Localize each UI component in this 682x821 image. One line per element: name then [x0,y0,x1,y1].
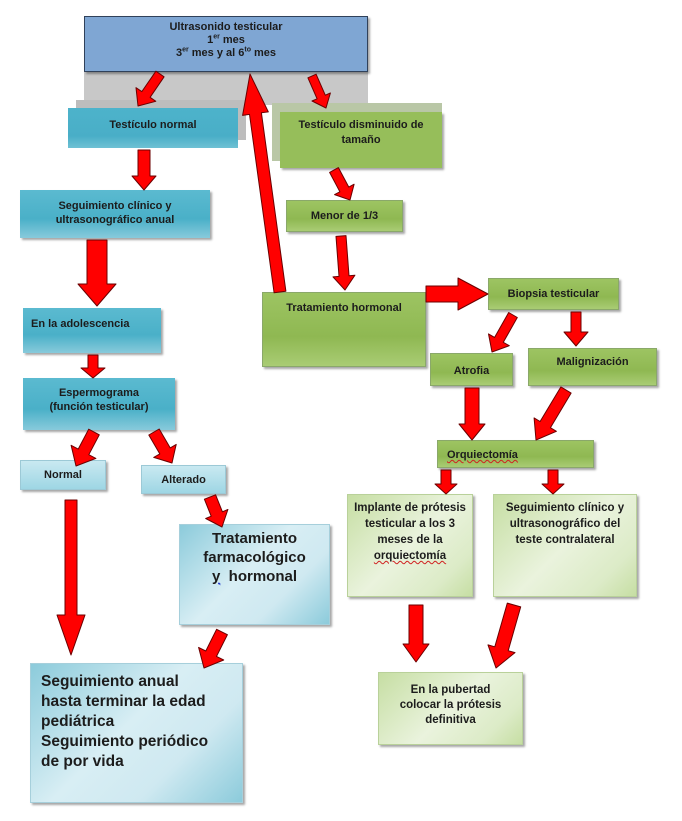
node-seguimiento-clinico-anual: Seguimiento clínico y ultrasonográfico a… [20,190,210,238]
ultrasonido-line2-sup: er [213,33,220,41]
arrow-orquiectomia-to-contralateral [541,469,565,495]
orquiectomia-label: Orquiectomía [447,449,518,461]
tratamiento-farmacologico-line2: farmacológico [203,549,306,566]
testiculo-normal-label: Testículo normal [109,119,197,131]
ultrasonido-line2-text: mes [219,34,245,46]
arrow-orquiectomia-to-implante [434,469,458,495]
testiculo-disminuido-label: Testículo disminuido de tamaño [298,119,424,146]
node-alterado: Alterado [141,465,226,494]
ultrasonido-line1: Ultrasonido testicular [169,21,283,33]
ultrasonido-line3-c: mes [250,47,277,59]
biopsia-label: Biopsia testicular [507,288,600,300]
espermograma-line1: Espermograma [58,387,140,399]
node-testiculo-disminuido: Testículo disminuido de tamaño [280,112,442,168]
node-espermograma: Espermograma (función testicular) [23,378,175,430]
seguimiento-contralateral-label: Seguimiento clínico y ultrasonográfico d… [505,502,625,546]
seguimiento-vida-line3: pediátrica [41,713,115,730]
seguimiento-vida-line5: de por vida [41,753,124,770]
arrow-normal-to-seguimiento [131,149,157,191]
arrow-hormonal-to-biopsia [425,277,489,311]
menor-un-tercio-label: Menor de 1/3 [310,210,379,222]
seguimiento-vida-line1: Seguimiento anual [41,673,179,690]
normal-label: Normal [44,469,82,481]
arrow-malignizacion-to-orquiectomia [533,386,572,441]
implante-label: Implante de prótesis testicular a los 3 … [354,502,466,546]
node-tratamiento-farmacologico: Tratamiento farmacológico y hormonal [179,524,330,625]
arrow-biopsia-to-atrofia [488,312,518,353]
ultrasonido-line2: 1er mes [85,33,367,47]
arrow-atrofia-to-orquiectomia [458,387,486,441]
seguimiento-vida-line4: Seguimiento periódico [41,733,209,750]
adolescencia-label: En la adolescencia [31,318,130,330]
tratamiento-hormonal-label: Tratamiento hormonal [286,302,402,314]
tratamiento-farmacologico-hormonal: hormonal [220,568,297,585]
node-normal: Normal [20,460,106,490]
arrow-contralateral-to-pubertad [487,602,522,669]
node-malignizacion: Malignización [528,348,657,386]
node-menor-un-tercio: Menor de 1/3 [286,200,403,232]
node-biopsia-testicular: Biopsia testicular [488,278,619,310]
arrow-seguimiento-to-adolescencia [77,239,117,307]
arrow-biopsia-to-malignizacion [563,311,589,347]
espermograma-line2: (función testicular) [49,401,149,413]
node-seguimiento-de-por-vida: Seguimiento anual hasta terminar la edad… [30,663,243,803]
ultrasonido-line3-sup2: to [244,46,251,54]
tratamiento-farmacologico-line1: Tratamiento [211,530,298,547]
ultrasonido-line3-sup1: er [182,46,189,54]
node-testiculo-normal: Testículo normal [68,108,238,148]
arrow-normal-to-seguimiento-vida [56,499,86,656]
atrofia-label: Atrofia [453,365,490,377]
seguimiento-vida-line2: hasta terminar la edad [41,693,206,710]
implante-label-orquiectomia: orquiectomía [373,550,447,562]
ultrasonido-line3-b: mes y al 6 [188,47,245,59]
ultrasonido-line3: 3er mes y al 6to mes [85,46,367,60]
arrow-adolescencia-to-espermograma [80,354,106,379]
malignizacion-label: Malignización [556,356,629,368]
node-adolescencia: En la adolescencia [23,308,161,353]
node-tratamiento-hormonal: Tratamiento hormonal [262,292,426,367]
arrow-alterado-to-tratamiento [203,494,229,528]
alterado-label: Alterado [161,474,206,486]
node-ultrasonido-testicular: Ultrasonido testicular 1er mes 3er mes y… [84,16,368,72]
tratamiento-farmacologico-y: y [211,568,221,585]
ultrasonido-line2-num: 1 [207,34,214,46]
arrow-implante-to-pubertad [402,604,430,663]
node-atrofia: Atrofia [430,353,513,386]
node-seguimiento-contralateral: Seguimiento clínico y ultrasonográfico d… [493,494,637,597]
arrow-menor-to-hormonal [332,235,356,291]
seguimiento-clinico-anual-label: Seguimiento clínico y ultrasonográfico a… [55,200,175,226]
tratamiento-farmacologico-line3: y hormonal [180,567,329,586]
ultrasonido-line3-a: 3 [175,47,183,59]
node-orquiectomia: Orquiectomía [437,440,594,468]
node-implante-protesis: Implante de prótesis testicular a los 3 … [347,494,473,597]
arrow-disminuido-to-menor [329,167,355,201]
node-pubertad: En la pubertad colocar la prótesis defin… [378,672,523,745]
arrow-espermograma-to-alterado [148,428,177,464]
pubertad-label: En la pubertad colocar la prótesis defin… [399,684,502,726]
